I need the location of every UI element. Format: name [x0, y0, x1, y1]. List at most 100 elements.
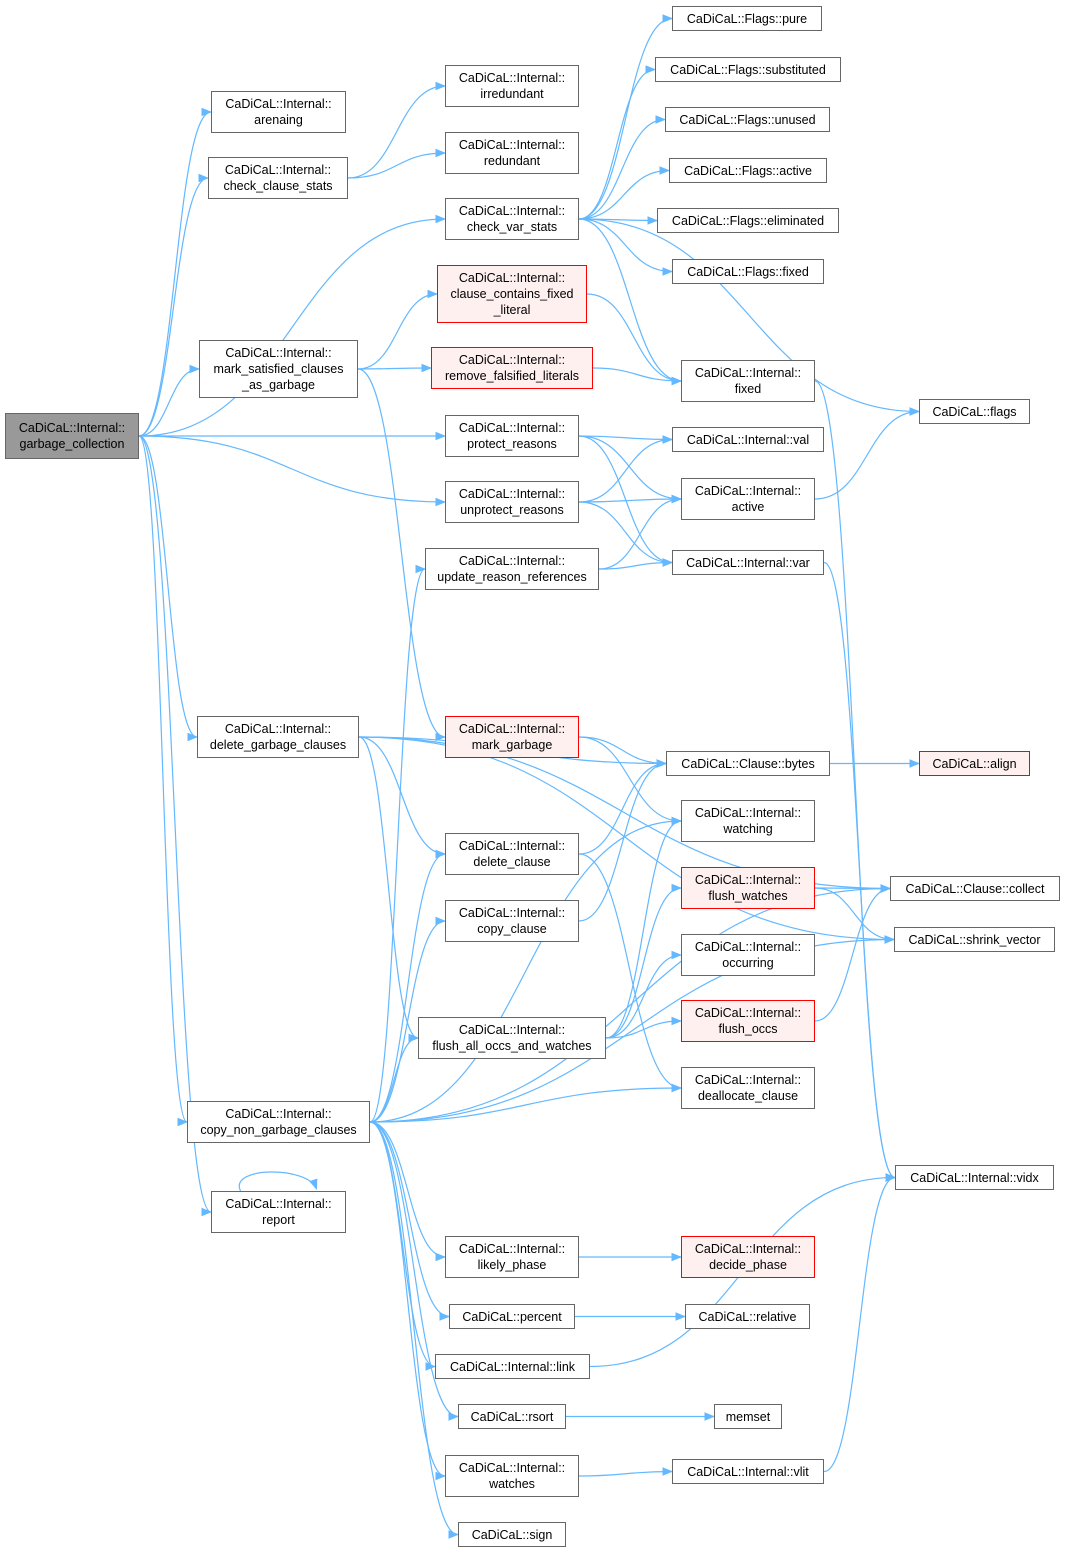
node-urr[interactable]: CaDiCaL::Internal:: update_reason_refere…	[425, 548, 599, 590]
node-active[interactable]: CaDiCaL::Internal:: active	[681, 478, 815, 520]
node-collect[interactable]: CaDiCaL::Clause::collect	[890, 876, 1060, 901]
node-percent[interactable]: CaDiCaL::percent	[449, 1304, 575, 1329]
edge-cngc-to-faow	[369, 1033, 420, 1123]
edge-cngc-to-lp	[369, 1121, 447, 1262]
edge-faow-to-fw	[605, 883, 683, 1039]
edge-gc-to-arenaing	[138, 107, 213, 437]
node-red[interactable]: CaDiCaL::Internal:: redundant	[445, 132, 579, 174]
node-occurring[interactable]: CaDiCaL::Internal:: occurring	[681, 934, 815, 976]
edge-vlit-to-vidx	[823, 1173, 897, 1473]
edge-cngc-to-watches	[369, 1121, 447, 1481]
node-arenaing[interactable]: CaDiCaL::Internal:: arenaing	[211, 91, 346, 133]
edge-mg-to-bytes	[578, 736, 668, 768]
node-vidx[interactable]: CaDiCaL::Internal::vidx	[895, 1165, 1054, 1190]
node-lp[interactable]: CaDiCaL::Internal:: likely_phase	[445, 1236, 579, 1278]
edge-cngc-to-dealloc	[369, 1083, 683, 1123]
edge-pr-to-active	[578, 435, 683, 504]
node-watches[interactable]: CaDiCaL::Internal:: watches	[445, 1455, 579, 1497]
edge-faow-to-watching	[605, 816, 683, 1039]
node-shrink[interactable]: CaDiCaL::shrink_vector	[894, 927, 1055, 952]
node-watching[interactable]: CaDiCaL::Internal:: watching	[681, 800, 815, 842]
node-irred[interactable]: CaDiCaL::Internal:: irredundant	[445, 65, 579, 107]
node-sign[interactable]: CaDiCaL::sign	[458, 1522, 566, 1547]
edge-dgc-to-faow	[358, 736, 420, 1043]
node-fw[interactable]: CaDiCaL::Internal:: flush_watches	[681, 867, 815, 909]
edge-cvs-to-ffixed	[578, 218, 674, 276]
edge-msc-to-mg	[357, 368, 447, 742]
node-upr[interactable]: CaDiCaL::Internal:: unprotect_reasons	[445, 481, 579, 523]
node-relative[interactable]: CaDiCaL::relative	[685, 1304, 810, 1329]
edge-cvs-to-factive	[578, 166, 671, 220]
edge-gc-to-cvs	[138, 214, 447, 437]
edge-upr-to-active	[578, 494, 683, 504]
edge-cngc-to-sign	[369, 1121, 460, 1539]
edge-cvs-to-fsub	[578, 65, 657, 220]
edge-dgc-to-dc	[358, 736, 447, 859]
edge-report-to-report	[238, 1171, 318, 1192]
edge-cvs-to-fpure	[578, 14, 674, 220]
edge-msc-to-ccfl	[357, 289, 439, 370]
node-factive[interactable]: CaDiCaL::Flags::active	[669, 158, 827, 183]
edge-watches-to-vlit	[578, 1467, 674, 1477]
edge-cngc-to-urr	[369, 564, 427, 1123]
edge-faow-to-occurring	[605, 950, 683, 1039]
node-var[interactable]: CaDiCaL::Internal::var	[672, 550, 824, 575]
edge-var-to-vidx	[823, 561, 897, 1182]
edge-cvs-to-funused	[578, 115, 667, 220]
node-val[interactable]: CaDiCaL::Internal::val	[672, 427, 824, 452]
node-ffixed[interactable]: CaDiCaL::Flags::fixed	[672, 259, 824, 284]
edge-cngc-to-rsort	[369, 1121, 460, 1421]
edge-urr-to-var	[598, 558, 674, 570]
node-ccfl[interactable]: CaDiCaL::Internal:: clause_contains_fixe…	[437, 265, 587, 323]
node-faow[interactable]: CaDiCaL::Internal:: flush_all_occs_and_w…	[418, 1017, 606, 1059]
node-bytes[interactable]: CaDiCaL::Clause::bytes	[666, 751, 830, 776]
edge-cngc-to-watching	[369, 816, 683, 1123]
edge-upr-to-var	[578, 501, 674, 567]
node-ccs[interactable]: CaDiCaL::Internal:: check_clause_stats	[208, 157, 348, 199]
edge-ccs-to-red	[347, 148, 447, 179]
node-gc[interactable]: CaDiCaL::Internal:: garbage_collection	[5, 413, 139, 459]
edge-upr-to-val	[578, 435, 674, 503]
node-cngc[interactable]: CaDiCaL::Internal:: copy_non_garbage_cla…	[187, 1101, 370, 1143]
edge-gc-to-ccs	[138, 173, 210, 437]
node-msc[interactable]: CaDiCaL::Internal:: mark_satisfied_claus…	[199, 340, 358, 398]
node-dealloc[interactable]: CaDiCaL::Internal:: deallocate_clause	[681, 1067, 815, 1109]
edge-pr-to-var	[578, 435, 674, 567]
node-memset[interactable]: memset	[714, 1404, 782, 1429]
edge-fo-to-collect	[814, 884, 892, 1022]
edge-gc-to-cngc	[138, 435, 189, 1127]
node-flags[interactable]: CaDiCaL::flags	[919, 399, 1030, 424]
edge-fw-to-shrink	[814, 887, 896, 944]
node-fpure[interactable]: CaDiCaL::Flags::pure	[672, 6, 822, 31]
edge-cc-to-bytes	[578, 759, 668, 922]
node-pr[interactable]: CaDiCaL::Internal:: protect_reasons	[445, 415, 579, 457]
node-dgc[interactable]: CaDiCaL::Internal:: delete_garbage_claus…	[197, 716, 359, 758]
node-fixed[interactable]: CaDiCaL::Internal:: fixed	[681, 360, 815, 402]
node-dc[interactable]: CaDiCaL::Internal:: delete_clause	[445, 833, 579, 875]
node-funused[interactable]: CaDiCaL::Flags::unused	[665, 107, 830, 132]
edge-pr-to-val	[578, 435, 674, 444]
node-felim[interactable]: CaDiCaL::Flags::eliminated	[657, 208, 839, 233]
edge-urr-to-active	[598, 494, 683, 570]
edge-cngc-to-link	[369, 1121, 437, 1371]
edge-faow-to-fo	[605, 1016, 683, 1039]
node-fo[interactable]: CaDiCaL::Internal:: flush_occs	[681, 1000, 815, 1042]
node-cvs[interactable]: CaDiCaL::Internal:: check_var_stats	[445, 198, 579, 240]
node-fsub[interactable]: CaDiCaL::Flags::substituted	[655, 57, 841, 82]
node-dp[interactable]: CaDiCaL::Internal:: decide_phase	[681, 1236, 815, 1278]
node-link[interactable]: CaDiCaL::Internal::link	[435, 1354, 590, 1379]
edge-cngc-to-dc	[369, 849, 447, 1123]
edge-cvs-to-fixed	[578, 218, 683, 386]
node-report[interactable]: CaDiCaL::Internal:: report	[211, 1191, 346, 1233]
node-rsort[interactable]: CaDiCaL::rsort	[458, 1404, 566, 1429]
edge-fixed-to-vidx	[814, 380, 897, 1182]
edge-cvs-to-flags	[578, 218, 921, 416]
node-vlit[interactable]: CaDiCaL::Internal::vlit	[672, 1459, 824, 1484]
edge-msc-to-rfl	[357, 363, 433, 373]
node-cc[interactable]: CaDiCaL::Internal:: copy_clause	[445, 900, 579, 942]
node-mg[interactable]: CaDiCaL::Internal:: mark_garbage	[445, 716, 579, 758]
node-align[interactable]: CaDiCaL::align	[919, 751, 1030, 776]
edge-gc-to-upr	[138, 435, 447, 507]
node-rfl[interactable]: CaDiCaL::Internal:: remove_falsified_lit…	[431, 347, 593, 389]
